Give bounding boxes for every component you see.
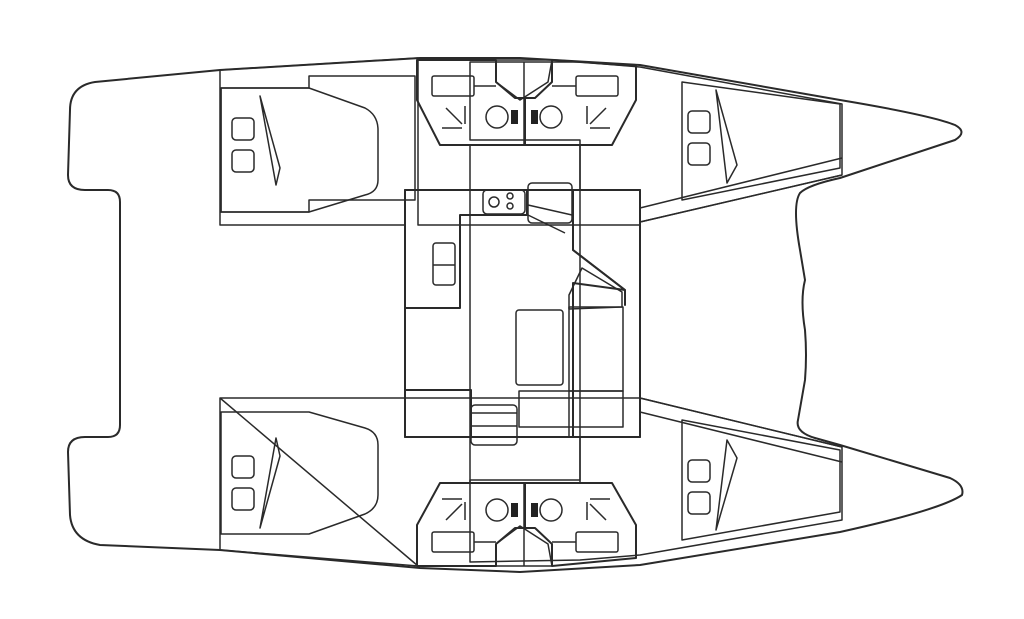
sink-icon (575, 531, 619, 553)
saloon-cabinet (572, 189, 641, 438)
shower-icon (442, 498, 466, 521)
cabin-aft-port-bed (220, 87, 379, 213)
shower-icon (442, 106, 466, 129)
central-corridor (469, 144, 581, 484)
pillow-icon (231, 149, 255, 173)
stairs-aft (470, 404, 518, 446)
cabin-fwd-starboard (681, 419, 841, 541)
top-hull (219, 57, 843, 226)
toilet-tank-icon (531, 110, 538, 124)
shower-icon (586, 498, 610, 521)
head-bottom-left (416, 482, 526, 567)
sofa-seat (568, 306, 624, 392)
sink-icon (431, 75, 475, 97)
head-top-left (416, 59, 526, 146)
sofa-bench (518, 390, 624, 428)
toilet-icon (485, 105, 509, 129)
sheet-fold-icon (715, 89, 738, 184)
pillow-icon (231, 117, 255, 141)
bottom-heads (416, 482, 637, 567)
shower-icon (586, 106, 610, 129)
pillow-icon (231, 455, 255, 479)
saloon (404, 144, 641, 484)
pillow-icon (687, 491, 711, 515)
sink-icon (575, 75, 619, 97)
toilet-tank-icon (511, 110, 518, 124)
pillow-icon (231, 487, 255, 511)
toilet-icon (539, 105, 563, 129)
sink-icon (431, 531, 475, 553)
head-top-right (524, 59, 637, 146)
sink-icon (432, 242, 456, 286)
sheet-fold-icon (259, 437, 281, 529)
pillow-icon (687, 110, 711, 134)
toilet-icon (485, 498, 509, 522)
sheet-fold-icon (715, 439, 738, 531)
cabin-aft-starboard (220, 411, 379, 535)
toilet-icon (539, 498, 563, 522)
cabin-aft-port (220, 75, 416, 213)
galley-counter (404, 189, 528, 309)
sheet-fold-icon (259, 95, 281, 186)
cabin-fwd-port (681, 81, 841, 201)
hull-outline (67, 57, 964, 573)
saloon-floor (404, 189, 641, 438)
pillow-icon (687, 459, 711, 483)
top-heads (416, 59, 637, 146)
toilet-tank-icon (511, 503, 518, 517)
cooktop-icon (482, 189, 526, 215)
pillow-icon (687, 142, 711, 166)
dinette-table (515, 309, 564, 386)
head-bottom-right (524, 482, 637, 567)
toilet-tank-icon (531, 503, 538, 517)
aft-locker (404, 389, 472, 438)
